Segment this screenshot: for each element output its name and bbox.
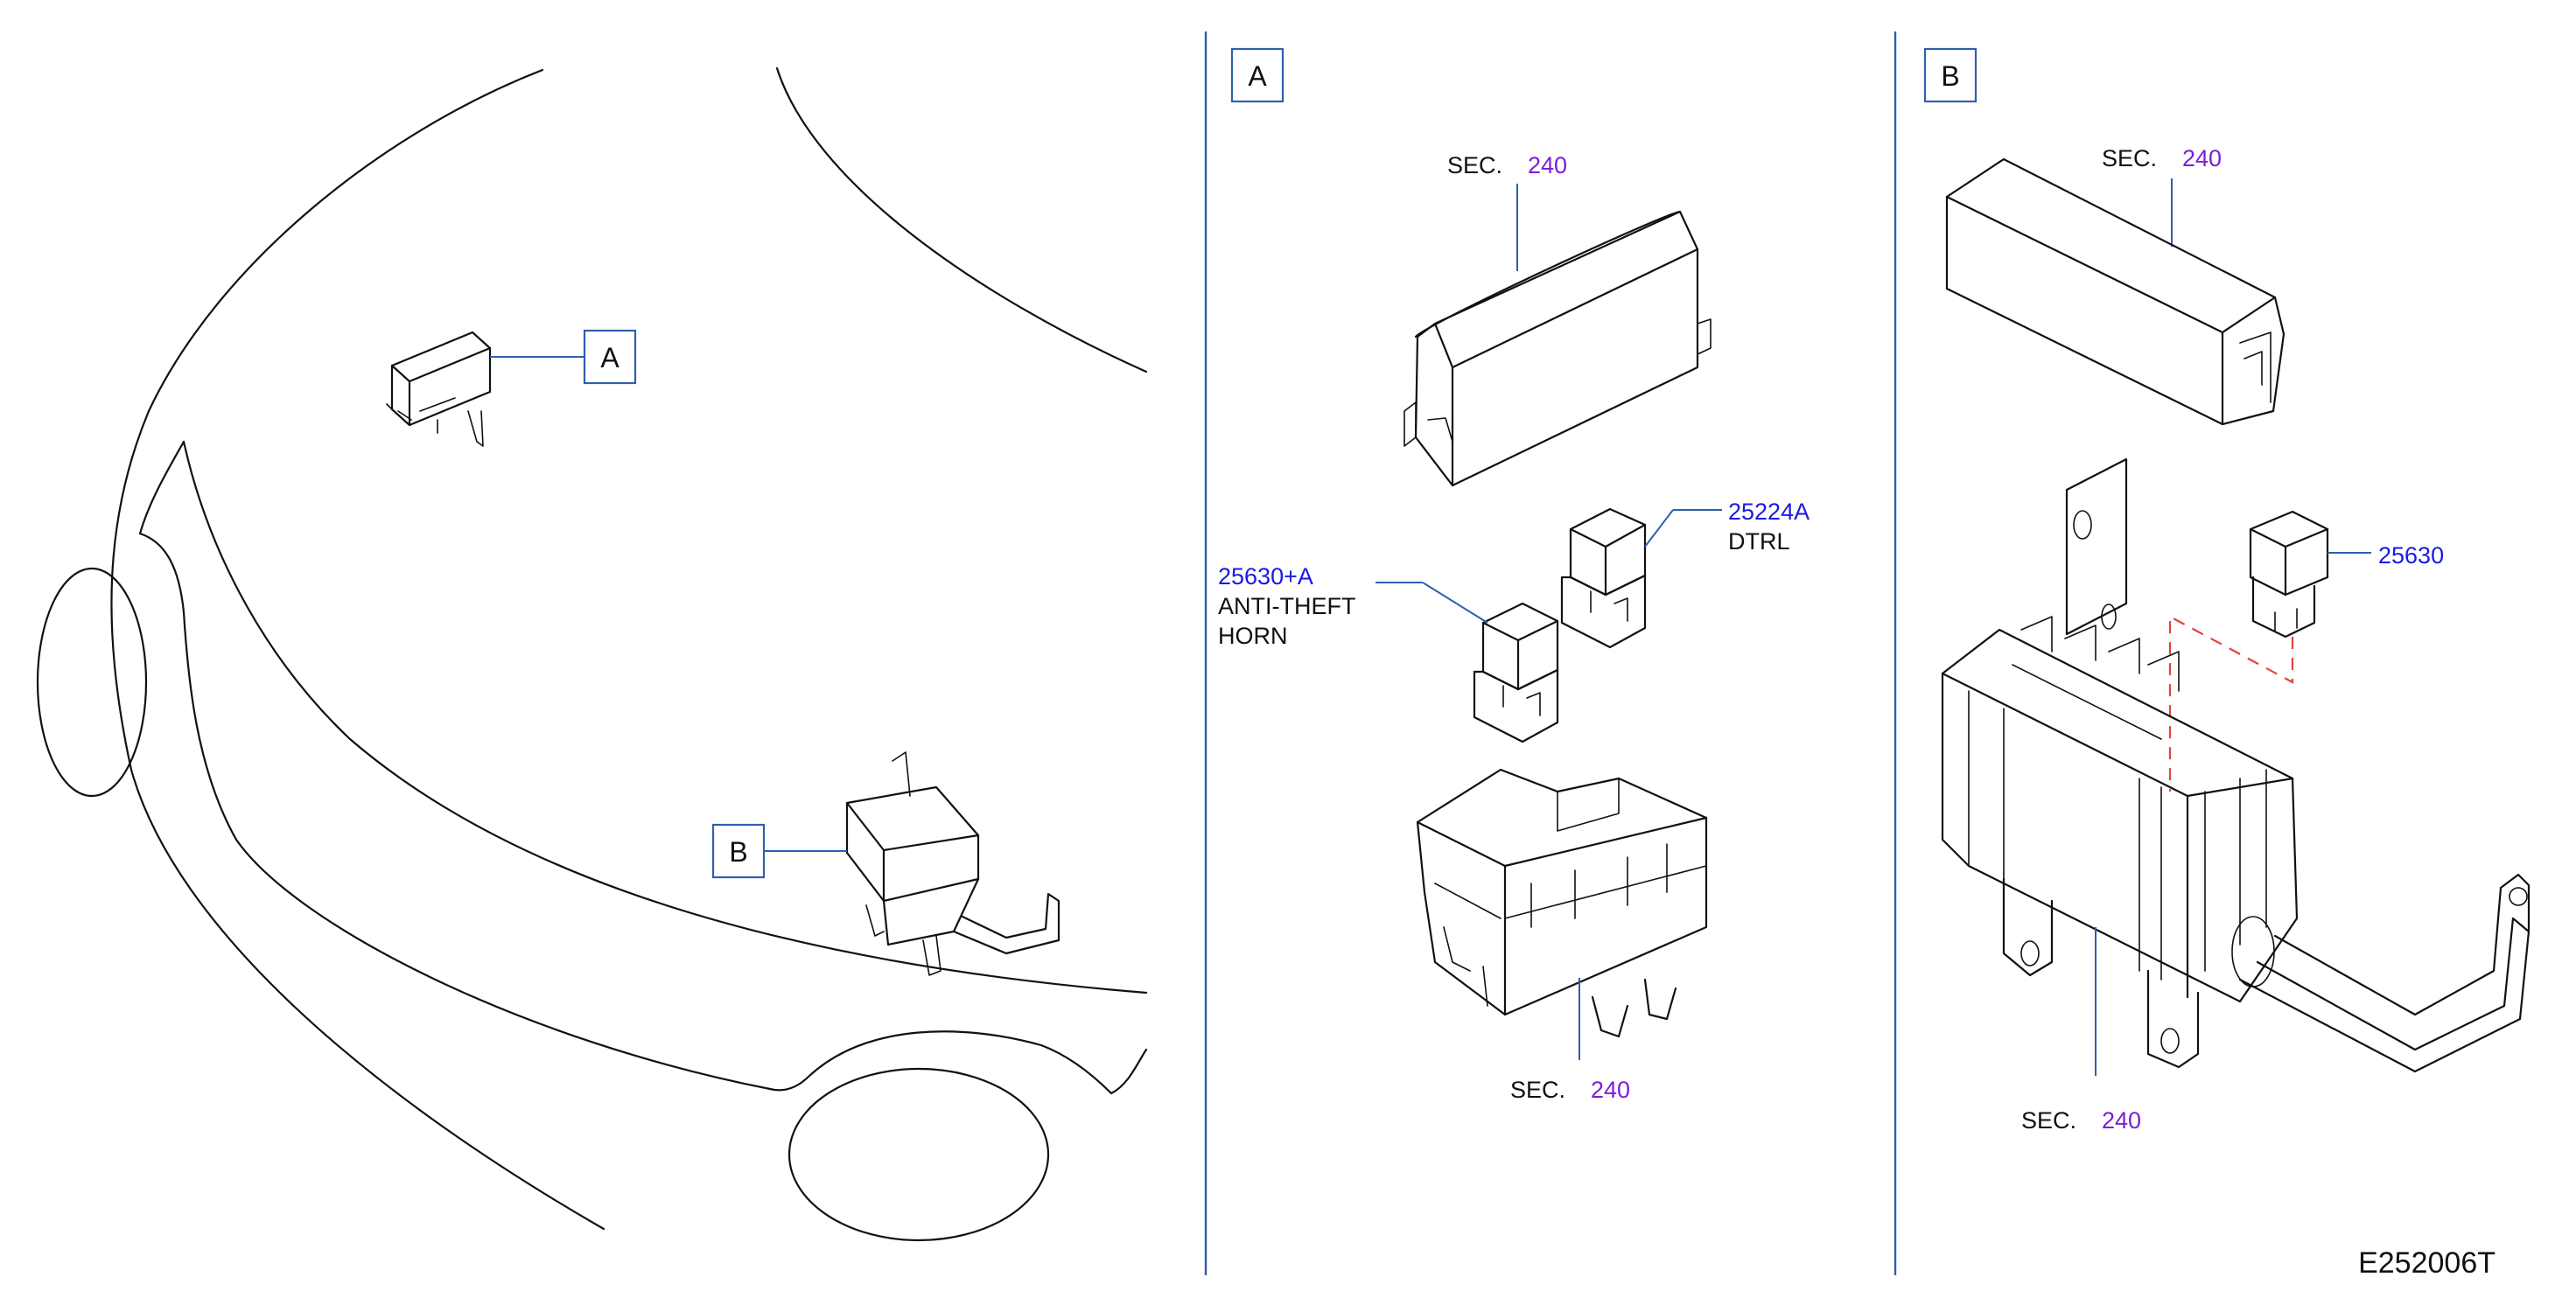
callout-b-label: B bbox=[729, 836, 747, 868]
vehicle-fuse-block-b bbox=[845, 751, 1060, 976]
panel-a-dtrl-part-number: 25224A bbox=[1728, 499, 1810, 525]
panel-b-heading: B bbox=[1941, 60, 1959, 92]
panel-b-fuse-block-cover bbox=[1945, 157, 2286, 426]
panel-b-base-sec-number: 240 bbox=[2102, 1107, 2141, 1134]
diagram-code: E252006T bbox=[2358, 1246, 2496, 1280]
panel-b-fuse-block bbox=[1941, 457, 2530, 1073]
panel-a-dtrl-name: DTRL bbox=[1728, 528, 1790, 555]
panel-a-horn-name-line2: HORN bbox=[1218, 623, 1288, 649]
panel-b-relay-part-number: 25630 bbox=[2378, 542, 2444, 569]
panel-a-heading: A bbox=[1248, 60, 1267, 92]
panel-a-horn-name-line1: ANTI-THEFT bbox=[1218, 593, 1355, 619]
panel-b-cover-sec-number: 240 bbox=[2182, 145, 2222, 171]
panel-a-relay-cover bbox=[1404, 210, 1712, 487]
panel-a-relay-block-base bbox=[1416, 768, 1708, 1038]
vehicle-relay-box-a bbox=[386, 331, 492, 447]
callout-a-label: A bbox=[600, 342, 620, 373]
panel-b-cover-sec-label: SEC. bbox=[2102, 145, 2157, 171]
panel-a-base-sec-number: 240 bbox=[1591, 1077, 1630, 1103]
panel-b-relay-phantom-line bbox=[2168, 615, 2294, 792]
panel-a-relay-anti-theft-horn bbox=[1473, 602, 1559, 743]
vehicle-body-outline bbox=[36, 66, 1148, 1242]
panel-b-relay bbox=[2249, 510, 2329, 639]
panel-a-cover-sec-number: 240 bbox=[1528, 152, 1567, 178]
panel-b-base-sec-label: SEC. bbox=[2021, 1107, 2076, 1134]
panel-a-cover-sec-label: SEC. bbox=[1447, 152, 1502, 178]
panel-a-horn-part-number: 25630+A bbox=[1218, 563, 1313, 590]
panel-a-base-sec-label: SEC. bbox=[1510, 1077, 1565, 1103]
panel-a-relay-dtrl bbox=[1560, 507, 1647, 649]
